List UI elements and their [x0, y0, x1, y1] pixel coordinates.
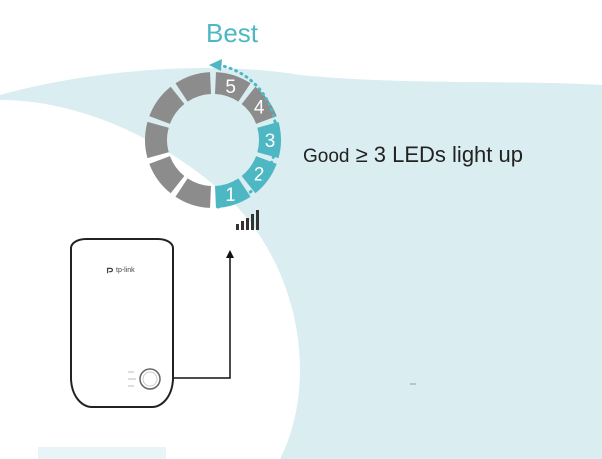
- device-led-panel: [128, 368, 161, 390]
- led-caption: Good ≥ 3 LEDs light up: [303, 142, 523, 168]
- led-segment-5: [215, 72, 251, 102]
- led-segment-3: [257, 121, 281, 159]
- bottom-strip: [38, 447, 166, 459]
- led-label-3: 3: [265, 131, 276, 152]
- brand-label: tp-link: [116, 266, 135, 274]
- arrow-head: [209, 59, 222, 71]
- led-segment-1: [215, 178, 251, 208]
- caption-rest: ≥ 3 LEDs light up: [349, 142, 523, 167]
- connector-line: [158, 258, 231, 379]
- ring-segment-decor: [144, 121, 169, 159]
- device-logo: tp-link: [106, 266, 135, 274]
- signal-bars-icon: [236, 210, 259, 230]
- ring-segment-decor: [149, 86, 185, 124]
- led-segment-2: [241, 156, 277, 194]
- ring-segment-decor: [175, 178, 211, 208]
- best-label: Best: [206, 18, 259, 48]
- background-shape: [0, 67, 602, 459]
- led-label-2: 2: [254, 165, 265, 186]
- range-extender-device: tp-link: [70, 238, 174, 408]
- led-button-inner: [142, 371, 158, 387]
- led-label-4: 4: [254, 97, 265, 118]
- led-label-5: 5: [225, 77, 236, 98]
- caption-good: Good: [303, 146, 350, 167]
- led-label-1: 1: [225, 185, 236, 206]
- connector-arrow-icon: [226, 250, 234, 258]
- led-segment-4: [241, 86, 277, 124]
- ring-segment-decor: [149, 156, 185, 194]
- tp-link-logo-icon: [106, 267, 113, 274]
- ring-segment-decor: [175, 72, 211, 102]
